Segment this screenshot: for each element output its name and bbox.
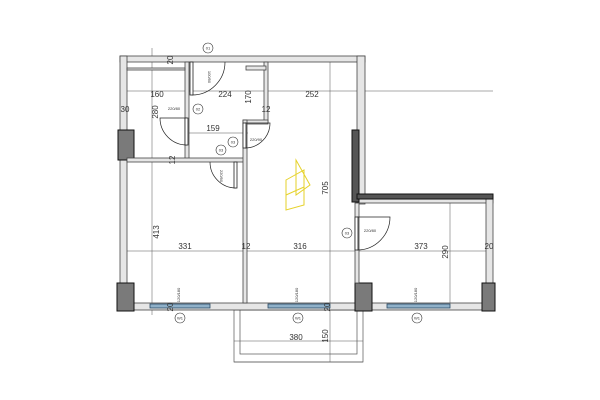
door-tags: 01 100/90 02 220/80 03 220/90 03 220/90 … (168, 42, 377, 239)
dim-right-wing-width: 373 (414, 242, 428, 251)
door-tag-3: 03 (231, 140, 236, 145)
dim-right-room-width: 252 (305, 90, 319, 99)
dim-small-room-width: 160 (150, 90, 164, 99)
doors (159, 61, 391, 251)
window-size-2: 120/180 (294, 287, 299, 302)
window-tag-2: W1 (295, 316, 302, 321)
door-size-1: 100/90 (207, 71, 212, 84)
door-size-3: 220/90 (250, 137, 263, 142)
windows (149, 303, 451, 309)
door-tag-4: 03 (219, 148, 224, 153)
window-tag-3: W1 (414, 316, 421, 321)
dim-right-wall: 20 (485, 242, 494, 251)
door-size-5: 220/80 (364, 228, 377, 233)
door-tag-1: 01 (206, 46, 211, 51)
window-3 (386, 303, 451, 309)
dim-top-wall: 20 (166, 55, 175, 64)
dimension-labels: 20 160 224 170 252 30 280 12 159 12 705 … (121, 55, 494, 343)
dim-left-room-depth: 413 (152, 225, 161, 239)
dim-small-room-door: 280 (151, 105, 160, 119)
window-tag-1: W1 (177, 316, 184, 321)
door-size-4: 220/90 (219, 170, 224, 183)
dim-living-width: 316 (293, 242, 307, 251)
dim-bottom-wall-b: 20 (323, 302, 332, 311)
window-tags: W1 120/180 W1 120/180 W1 120/180 (174, 287, 423, 324)
dim-bathroom-depth: 170 (244, 90, 253, 104)
window-1 (149, 303, 211, 309)
dim-bathroom-width: 224 (218, 90, 232, 99)
window-size-1: 120/180 (176, 287, 181, 302)
dim-corridor-width: 159 (206, 124, 220, 133)
dim-left-wall: 30 (121, 105, 130, 114)
dim-partition-a: 12 (262, 105, 271, 114)
dim-bottom-wall-a: 20 (166, 302, 175, 311)
dim-balcony-width: 380 (289, 333, 303, 342)
window-size-3: 120/180 (413, 287, 418, 302)
dim-balcony-depth: 150 (321, 329, 330, 343)
dim-left-room-width: 331 (178, 242, 192, 251)
dim-partition-b: 12 (168, 155, 177, 164)
dim-total-depth: 705 (321, 181, 330, 195)
window-2 (267, 303, 331, 309)
logo-mark (285, 158, 311, 211)
interior-walls (126, 61, 360, 304)
structural-columns (116, 129, 496, 312)
door-size-2: 220/80 (168, 106, 181, 111)
door-tag-2: 02 (196, 107, 201, 112)
door-tag-5: 03 (345, 231, 350, 236)
dim-partition-c: 12 (242, 242, 251, 251)
dim-right-wing-depth: 290 (441, 245, 450, 259)
